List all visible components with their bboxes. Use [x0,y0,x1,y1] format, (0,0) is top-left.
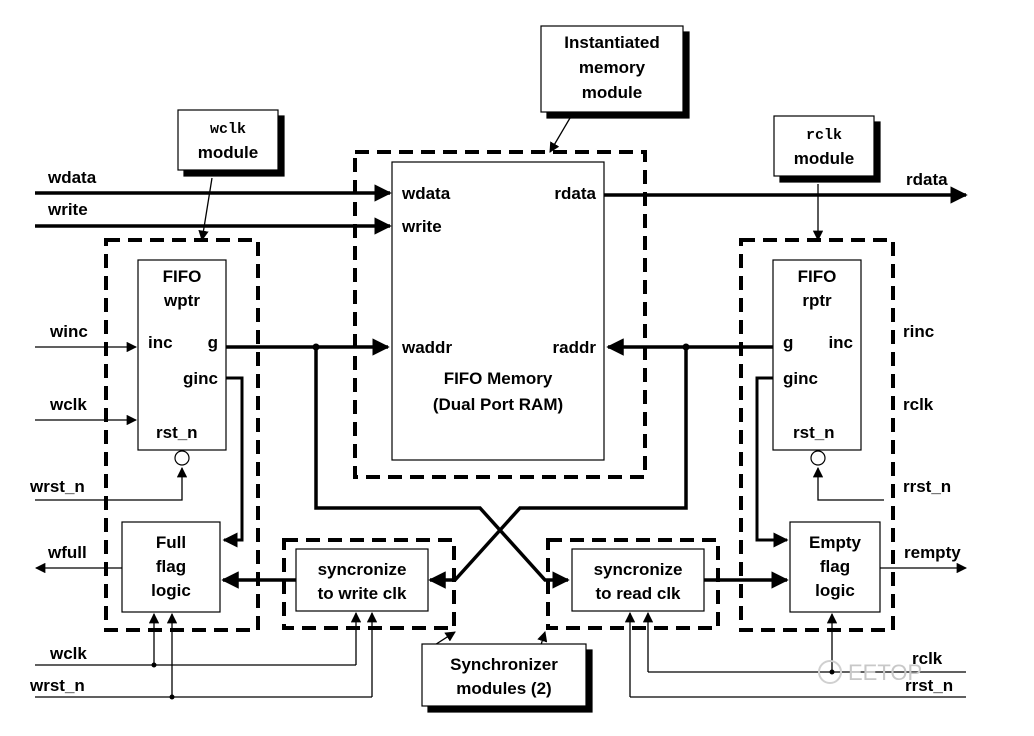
signal-wfull: wfull [47,543,87,562]
wclk-callout-mono: wclk [210,121,246,138]
rclk-callout-mono: rclk [806,127,842,144]
wptr-title-line1: FIFO [163,267,202,286]
watermark-text: EETOP [848,660,922,685]
mem-port-wdata: wdata [401,184,451,203]
wire-wptr-to-waddr [226,338,570,589]
signal-rrst_n-bottom: rrst_n [905,676,953,695]
signal-wrst_n-bottom: wrst_n [29,676,85,695]
rptr-title-line1: FIFO [798,267,837,286]
memory-callout-line2: memory [579,58,646,77]
empty-flag-logic-block [789,521,881,613]
wire-rptr-to-raddr [428,338,773,589]
rptr-reset-bubble [810,450,826,466]
signal-write: write [47,200,88,219]
wptr-block [137,259,227,451]
wptr-port-g: g [208,333,218,352]
wclk-module-boundary [104,238,260,632]
sync-read-block [571,548,705,612]
sync-write-line2: to write clk [318,584,407,603]
rptr-port-inc: inc [828,333,853,352]
signal-rempty: rempty [904,543,961,562]
memory-module-boundary [353,150,647,479]
wptr-reset-bubble [174,450,190,466]
mem-title-line2: (Dual Port RAM) [433,395,563,414]
memory-callout-line1: Instantiated [564,33,659,52]
signal-wclk: wclk [49,395,87,414]
mem-port-raddr: raddr [553,338,597,357]
sync-write-line1: syncronize [318,560,407,579]
leader-memory-callout [549,117,571,153]
thin-wires-right [624,466,968,698]
wire-wptr-ginc [222,376,244,548]
thin-wires-left [34,341,378,698]
signal-rdata: rdata [906,170,948,189]
empty-logic-line1: Empty [809,533,862,552]
junction-raddr [682,343,690,351]
wclk-module-callout [177,109,279,171]
sync-write-module-boundary [282,538,456,630]
signal-rclk: rclk [903,395,934,414]
rclk-callout-text: module [794,149,854,168]
sync-callout-line2: modules (2) [456,679,551,698]
signal-wclk-bottom: wclk [49,644,87,663]
junction-waddr [312,343,320,351]
wptr-title-line2: wptr [163,291,200,310]
wptr-port-ginc: ginc [183,369,218,388]
watermark-logo-icon [818,660,842,684]
full-logic-line1: Full [156,533,186,552]
wclk-callout-text: module [198,143,258,162]
sync-read-line2: to read clk [595,584,681,603]
fifo-memory-block [391,161,605,461]
mem-title-line1: FIFO Memory [444,369,553,388]
leader-wclk-callout [198,177,213,242]
signal-wdata: wdata [47,168,97,187]
wptr-port-rst_n: rst_n [156,423,198,442]
full-logic-line3: logic [151,581,191,600]
empty-logic-line2: flag [820,557,850,576]
full-flag-logic-block [121,521,221,613]
wire-rptr-ginc [755,376,789,548]
sync-callout-line1: Synchronizer [450,655,558,674]
rptr-title-line2: rptr [802,291,832,310]
mem-port-waddr: waddr [401,338,452,357]
sync-modules-callout [421,643,587,707]
sync-write-block [295,548,429,612]
signal-rinc: rinc [903,322,934,341]
mem-port-write: write [401,217,442,236]
memory-callout-line3: module [582,83,642,102]
signal-rclk-bottom: rclk [912,649,943,668]
junction-wrst-bottom [169,694,175,700]
memory-module-callout [540,25,684,113]
junction-wclk-bottom [151,662,157,668]
rclk-module-callout [773,115,875,177]
mem-port-rdata: rdata [554,184,596,203]
rptr-port-ginc: ginc [783,369,818,388]
sync-read-line1: syncronize [594,560,683,579]
full-logic-line2: flag [156,557,186,576]
rptr-port-g: g [783,333,793,352]
signal-wrst_n: wrst_n [29,477,85,496]
signal-winc: winc [49,322,88,341]
rptr-port-rst_n: rst_n [793,423,835,442]
junction-rclk-bottom [829,669,835,675]
empty-logic-line3: logic [815,581,855,600]
rptr-block [772,259,862,451]
signal-rrst_n: rrst_n [903,477,951,496]
sync-read-module-boundary [546,538,720,630]
wptr-port-inc: inc [148,333,173,352]
